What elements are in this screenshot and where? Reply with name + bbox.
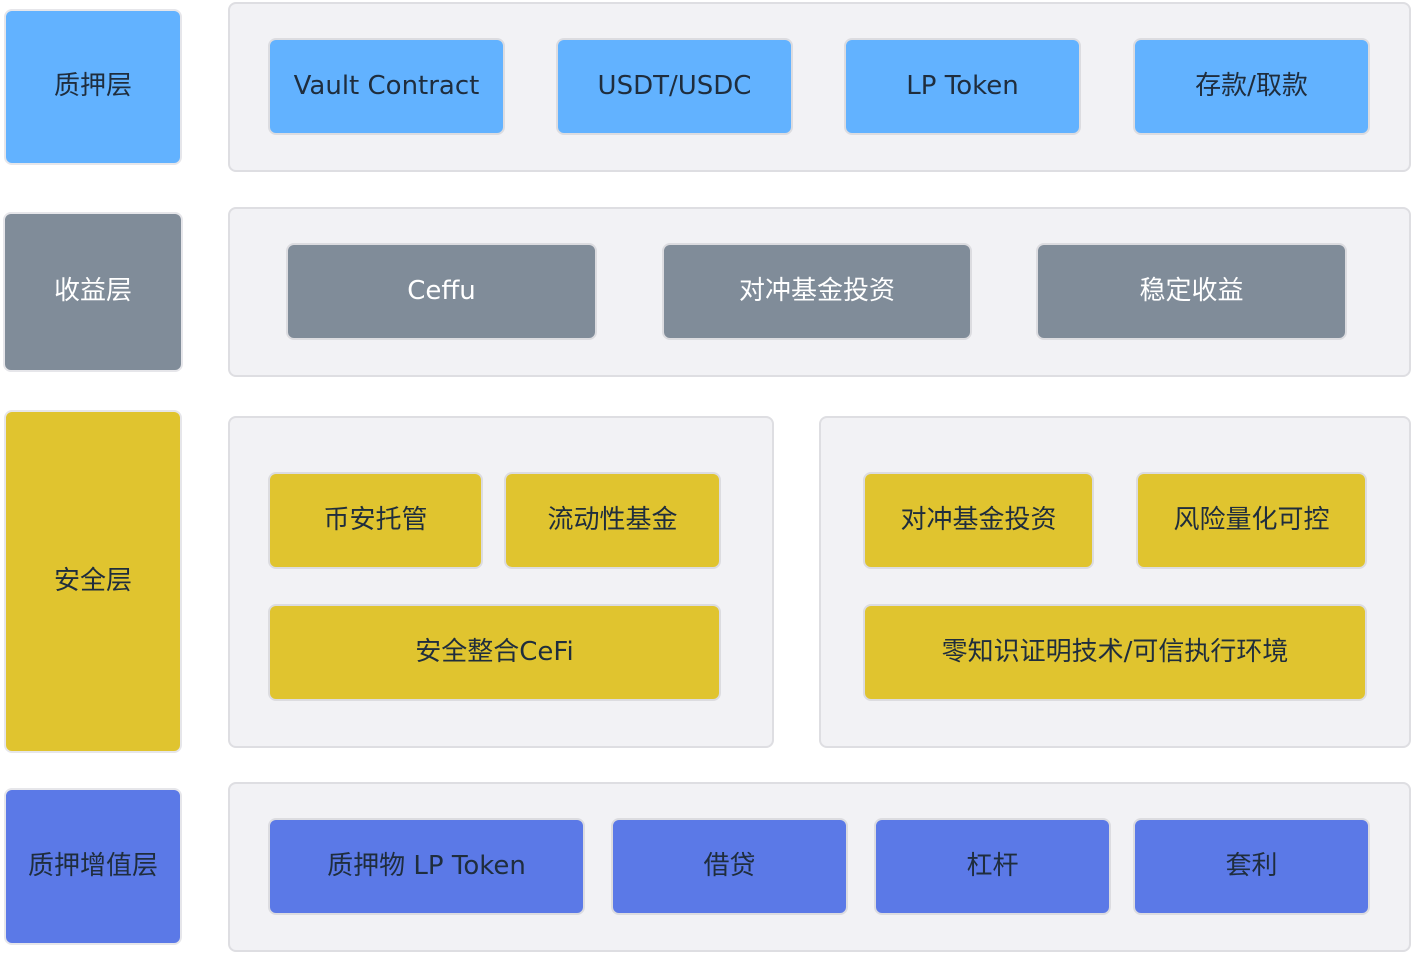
layer-label-security: 安全层: [4, 410, 182, 753]
item-secure-cefi: 安全整合CeFi: [268, 604, 721, 701]
item-binance-custody: 币安托管: [268, 472, 483, 569]
layer-label-staking: 质押层: [4, 9, 182, 165]
item-stable-yield: 稳定收益: [1036, 243, 1347, 340]
item-vault-contract: Vault Contract: [268, 38, 505, 135]
item-lending: 借贷: [611, 818, 848, 915]
item-hedge-fund-investment-2: 对冲基金投资: [863, 472, 1094, 569]
item-hedge-fund-investment: 对冲基金投资: [662, 243, 972, 340]
item-deposit-withdraw: 存款/取款: [1133, 38, 1370, 135]
item-liquidity-fund: 流动性基金: [504, 472, 721, 569]
item-arbitrage: 套利: [1133, 818, 1370, 915]
item-leverage: 杠杆: [874, 818, 1111, 915]
item-usdt-usdc: USDT/USDC: [556, 38, 793, 135]
item-lp-token: LP Token: [844, 38, 1081, 135]
layer-label-staking-value-added: 质押增值层: [4, 788, 182, 945]
layer-label-yield: 收益层: [3, 212, 183, 372]
item-collateral-lp-token: 质押物 LP Token: [268, 818, 585, 915]
item-ceffu: Ceffu: [286, 243, 597, 340]
item-risk-quantified: 风险量化可控: [1136, 472, 1367, 569]
item-zk-tee: 零知识证明技术/可信执行环境: [863, 604, 1367, 701]
